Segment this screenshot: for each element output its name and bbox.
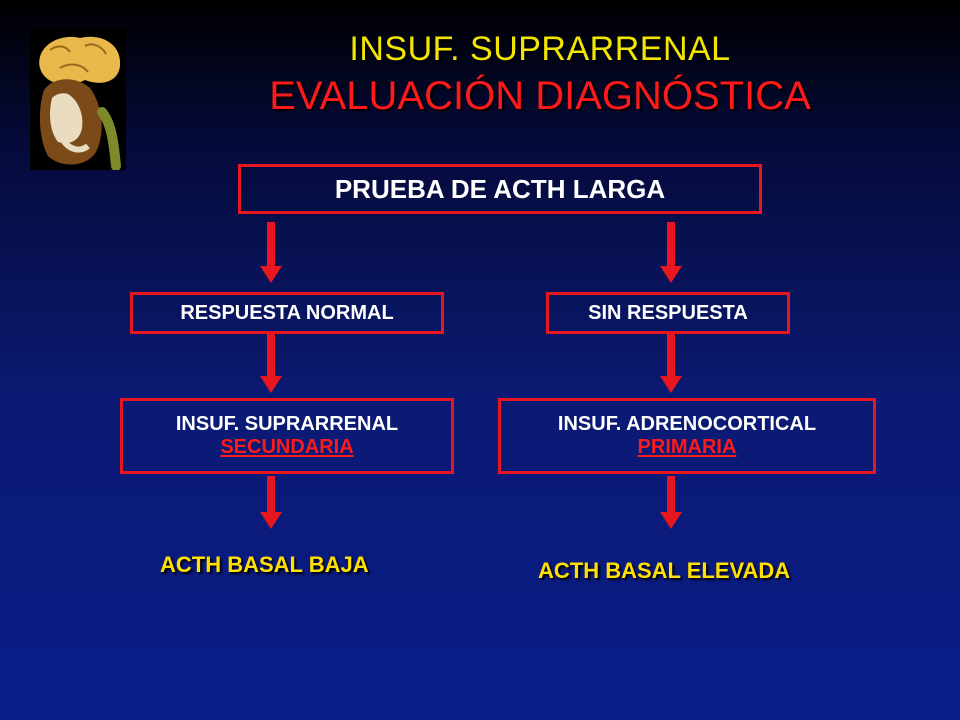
root-label: PRUEBA DE ACTH LARGA (334, 173, 666, 204)
title-line-1: INSUF. SUPRARRENAL (349, 30, 731, 68)
arrow-primary-to-result (660, 476, 682, 529)
root-box: PRUEBA DE ACTH LARGA (238, 164, 762, 214)
response-normal-box: RESPUESTA NORMAL (130, 292, 444, 334)
adrenal-gland-icon (30, 28, 126, 171)
primary-diagnosis-line2: PRIMARIA (637, 436, 737, 458)
arrow-root-right (660, 222, 682, 283)
secondary-diagnosis-line1: INSUF. SUPRARRENAL (175, 413, 399, 435)
arrow-secondary-to-result (260, 476, 282, 529)
secondary-diagnosis-line2: SECUNDARIA (220, 436, 354, 458)
primary-diagnosis-box: INSUF. ADRENOCORTICAL PRIMARIA (498, 398, 876, 474)
secondary-diagnosis-box: INSUF. SUPRARRENAL SECUNDARIA (120, 398, 454, 474)
arrow-none-to-primary (660, 334, 682, 393)
no-response-box: SIN RESPUESTA (546, 292, 790, 334)
result-high-acth: ACTH BASAL ELEVADA (538, 558, 791, 583)
result-low-acth: ACTH BASAL BAJA (160, 552, 369, 577)
title-line-2: EVALUACIÓN DIAGNÓSTICA (269, 74, 811, 118)
arrow-root-left (260, 222, 282, 283)
arrow-normal-to-secondary (260, 334, 282, 393)
response-normal-label: RESPUESTA NORMAL (180, 301, 394, 324)
primary-diagnosis-line1: INSUF. ADRENOCORTICAL (557, 413, 817, 435)
no-response-label: SIN RESPUESTA (588, 301, 748, 324)
